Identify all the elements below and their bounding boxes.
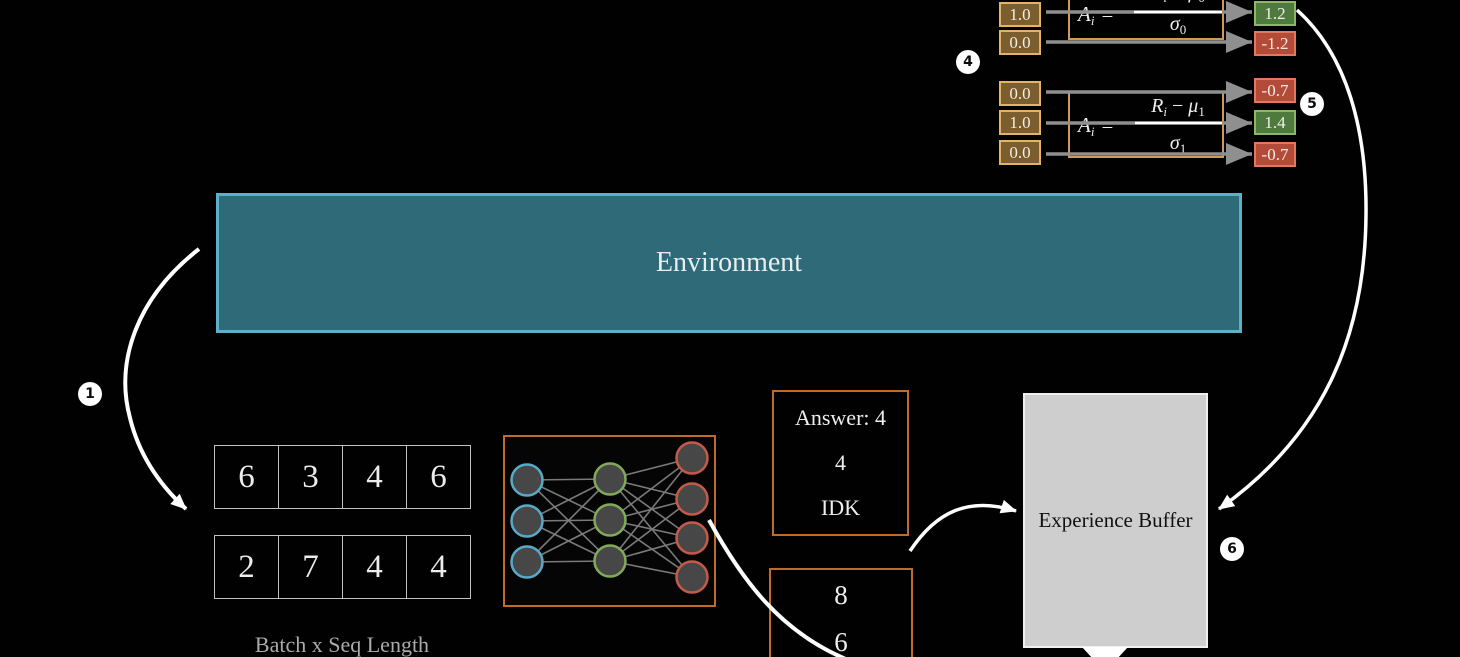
policy-network-box bbox=[503, 435, 716, 607]
reward-value-box: 0.0 bbox=[999, 81, 1041, 106]
step-badge-5: 5 bbox=[1300, 92, 1324, 116]
formula-numerator: Ri−μ0 bbox=[1132, 0, 1224, 6]
env-to-batch-arrow bbox=[123, 247, 201, 511]
formula-lhs: Ai= bbox=[1078, 113, 1114, 139]
reward-value-box: 1.0 bbox=[999, 2, 1041, 27]
step-badge-4: 4 bbox=[956, 50, 980, 74]
experience-buffer-label: Experience Buffer bbox=[1038, 508, 1193, 532]
environment-label: Environment bbox=[655, 247, 803, 278]
formula-lhs: Ai= bbox=[1078, 2, 1114, 28]
batch-grid-row-2: 2 7 4 4 bbox=[214, 535, 471, 599]
neural-network-graph bbox=[510, 441, 709, 594]
advantage-value-box: 1.2 bbox=[1254, 1, 1296, 26]
batch-seq-length-label: Batch x Seq Length bbox=[254, 632, 430, 657]
formula-denominator: σ0 bbox=[1169, 13, 1187, 37]
grid-cell: 4 bbox=[343, 446, 407, 508]
scores-to-buffer-arrow bbox=[908, 499, 1017, 552]
formula-denominator: σ1 bbox=[1169, 132, 1187, 156]
experience-buffer-box: Experience Buffer bbox=[1023, 393, 1208, 648]
output-node bbox=[675, 482, 709, 516]
input-node bbox=[510, 504, 544, 538]
grid-cell: 3 bbox=[279, 446, 343, 508]
answer-line: 4 bbox=[835, 449, 846, 475]
input-node bbox=[510, 463, 544, 497]
grid-cell: 4 bbox=[430, 548, 447, 585]
output-node bbox=[675, 521, 709, 555]
rewards-box: 8 6 bbox=[769, 568, 913, 657]
answers-box: Answer: 4 4 IDK bbox=[772, 390, 909, 536]
grid-cell: 6 bbox=[430, 458, 447, 495]
output-node bbox=[675, 560, 709, 594]
hidden-node bbox=[593, 544, 627, 578]
advantage-value-box: -0.7 bbox=[1254, 78, 1296, 103]
output-node bbox=[675, 441, 709, 475]
step-badge-1: 1 bbox=[78, 382, 102, 406]
batch-grid-row-1: 6 3 4 6 bbox=[214, 445, 471, 509]
grid-cell: 6 bbox=[215, 446, 279, 508]
advantage-value-box: 1.4 bbox=[1254, 110, 1296, 135]
reward-value-box: 0.0 bbox=[999, 30, 1041, 55]
input-node bbox=[510, 545, 544, 579]
hidden-node bbox=[593, 503, 627, 537]
buffer-output-arrowhead bbox=[1082, 647, 1128, 657]
reward-line: 8 bbox=[834, 580, 848, 610]
nn-nodes bbox=[510, 441, 709, 594]
advantage-formula-1: Ai= Ri−μ1 σ1 bbox=[1068, 91, 1224, 158]
advantage-value-box: -1.2 bbox=[1254, 31, 1296, 56]
grid-cell: 7 bbox=[279, 536, 343, 598]
reward-line: 6 bbox=[834, 627, 848, 657]
environment-box: Environment bbox=[216, 193, 1242, 333]
grid-cell: 4 bbox=[343, 536, 407, 598]
reward-value-box: 1.0 bbox=[999, 110, 1041, 135]
advantage-value-box: -0.7 bbox=[1254, 142, 1296, 167]
step-badge-6: 6 bbox=[1220, 537, 1244, 561]
reward-value-box: 0.0 bbox=[999, 140, 1041, 165]
answer-line: IDK bbox=[820, 494, 861, 520]
grid-cell: 2 bbox=[215, 536, 279, 598]
hidden-node bbox=[593, 462, 627, 496]
advantage-formula-0: Ai= Ri−μ0 σ0 bbox=[1068, 0, 1224, 40]
formula-numerator: Ri−μ1 bbox=[1151, 95, 1205, 119]
answer-line: Answer: 4 bbox=[794, 405, 887, 431]
